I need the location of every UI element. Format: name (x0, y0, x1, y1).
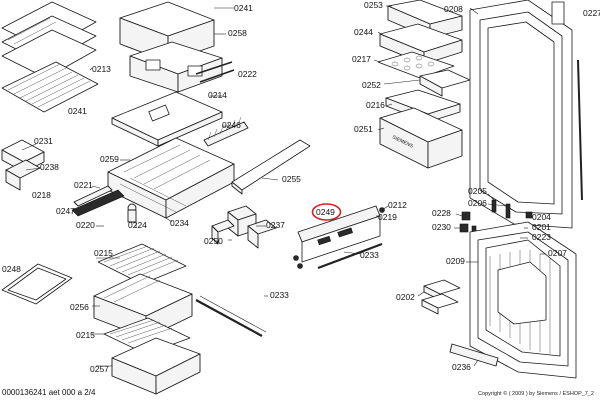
part-label-0255: 0255 (282, 174, 301, 184)
door-strip-0236[interactable] (449, 343, 499, 367)
part-label-0207: 0207 (548, 248, 567, 258)
part-label-0223: 0223 (532, 232, 551, 242)
highlight-ring-0249 (311, 203, 342, 221)
part-label-0228: 0228 (432, 208, 451, 218)
part-label-0227: 0227 (583, 8, 600, 18)
part-label-0231: 0231 (34, 136, 53, 146)
part-label-0236: 0236 (452, 362, 471, 372)
part-label-0215: 0215 (94, 248, 113, 258)
part-label-0208: 0208 (444, 4, 463, 14)
part-label-0221: 0221 (74, 180, 93, 190)
part-label-0259: 0259 (100, 154, 119, 164)
part-label-0257: 0257 (90, 364, 109, 374)
part-label-0256: 0256 (70, 302, 89, 312)
part-label-0218: 0218 (32, 190, 51, 200)
part-label-0215-b: 0215 (76, 330, 95, 340)
drawer-cover-0214[interactable] (111, 91, 223, 147)
part-label-0222: 0222 (238, 69, 257, 79)
rail-0222[interactable] (195, 61, 235, 83)
part-label-0213: 0213 (92, 64, 111, 74)
part-label-0244: 0244 (354, 27, 373, 37)
copyright-notice: Copyright © ( 2009 ) by Siemens / ESHOP_… (478, 391, 594, 397)
part-label-0238: 0238 (40, 162, 59, 172)
part-label-0219: 0219 (378, 212, 397, 222)
glass-plate-0255[interactable] (231, 139, 311, 195)
seal-strip-0233-upper[interactable] (317, 242, 383, 270)
part-label-0209: 0209 (446, 256, 465, 266)
part-label-0241-b: 0241 (68, 106, 87, 116)
part-label-0233-b: 0233 (270, 290, 289, 300)
door-bin-0251[interactable]: SIEMENS (379, 107, 463, 169)
part-label-0217: 0217 (352, 54, 371, 64)
glass-shelf-stack-0213[interactable] (1, 1, 97, 79)
part-label-0258: 0258 (228, 28, 247, 38)
egg-tray-0252[interactable] (419, 69, 471, 97)
document-id: 0000136241 aet 000 a 2/4 (2, 388, 96, 397)
part-label-0250: 0250 (204, 236, 223, 246)
part-label-0212: 0212 (388, 200, 407, 210)
part-label-0216: 0216 (366, 100, 385, 110)
part-label-0252: 0252 (362, 80, 381, 90)
part-label-0201: 0201 (532, 222, 551, 232)
hinge-block-0237[interactable] (227, 205, 277, 249)
part-label-0246: 0246 (222, 120, 241, 130)
wire-shelf-0215-upper[interactable] (97, 243, 187, 285)
clip-0250[interactable] (211, 219, 235, 245)
leader-lines (21, 5, 546, 367)
part-label-0214: 0214 (208, 90, 227, 100)
part-label-0253: 0253 (364, 0, 383, 10)
crisper-drawer-0259[interactable] (107, 137, 235, 219)
freezer-door-0209[interactable] (469, 221, 577, 379)
control-panel-0249[interactable] (293, 205, 385, 269)
butter-dish-0248[interactable] (1, 263, 73, 305)
egg-holder-0217[interactable] (377, 51, 455, 79)
part-label-0251: 0251 (354, 124, 373, 134)
refrigerator-door-0208[interactable] (469, 0, 573, 229)
part-label-0204: 0204 (532, 212, 551, 222)
part-label-0233: 0233 (360, 250, 379, 260)
chiller-compartment-0258[interactable] (119, 1, 223, 93)
part-label-0224: 0224 (128, 220, 147, 230)
freezer-drawer-0257[interactable] (111, 337, 201, 395)
part-label-0206: 0206 (468, 198, 487, 208)
door-handle-0227[interactable] (551, 1, 583, 201)
part-label-0241: 0241 (234, 3, 253, 13)
part-label-0248: 0248 (2, 264, 21, 274)
seal-strip-0233-lower[interactable] (195, 295, 267, 337)
slide-bracket-0246[interactable] (203, 116, 249, 147)
part-label-0205: 0205 (468, 186, 487, 196)
part-label-0237: 0237 (266, 220, 285, 230)
part-label-0230: 0230 (432, 222, 451, 232)
part-label-0234: 0234 (170, 218, 189, 228)
telescopic-rail-0247[interactable] (71, 185, 137, 223)
part-label-0247: 0247 (56, 206, 75, 216)
wire-shelf-0241[interactable] (1, 61, 99, 113)
ice-tray-0202[interactable] (421, 279, 461, 315)
part-labels: 0213 0241 0241 0258 0222 0214 0246 0231 … (2, 0, 600, 374)
part-label-0220: 0220 (76, 220, 95, 230)
part-label-0249: 0249 (316, 207, 335, 217)
part-label-0202: 0202 (396, 292, 415, 302)
egg-tray-0231[interactable] (1, 139, 45, 191)
